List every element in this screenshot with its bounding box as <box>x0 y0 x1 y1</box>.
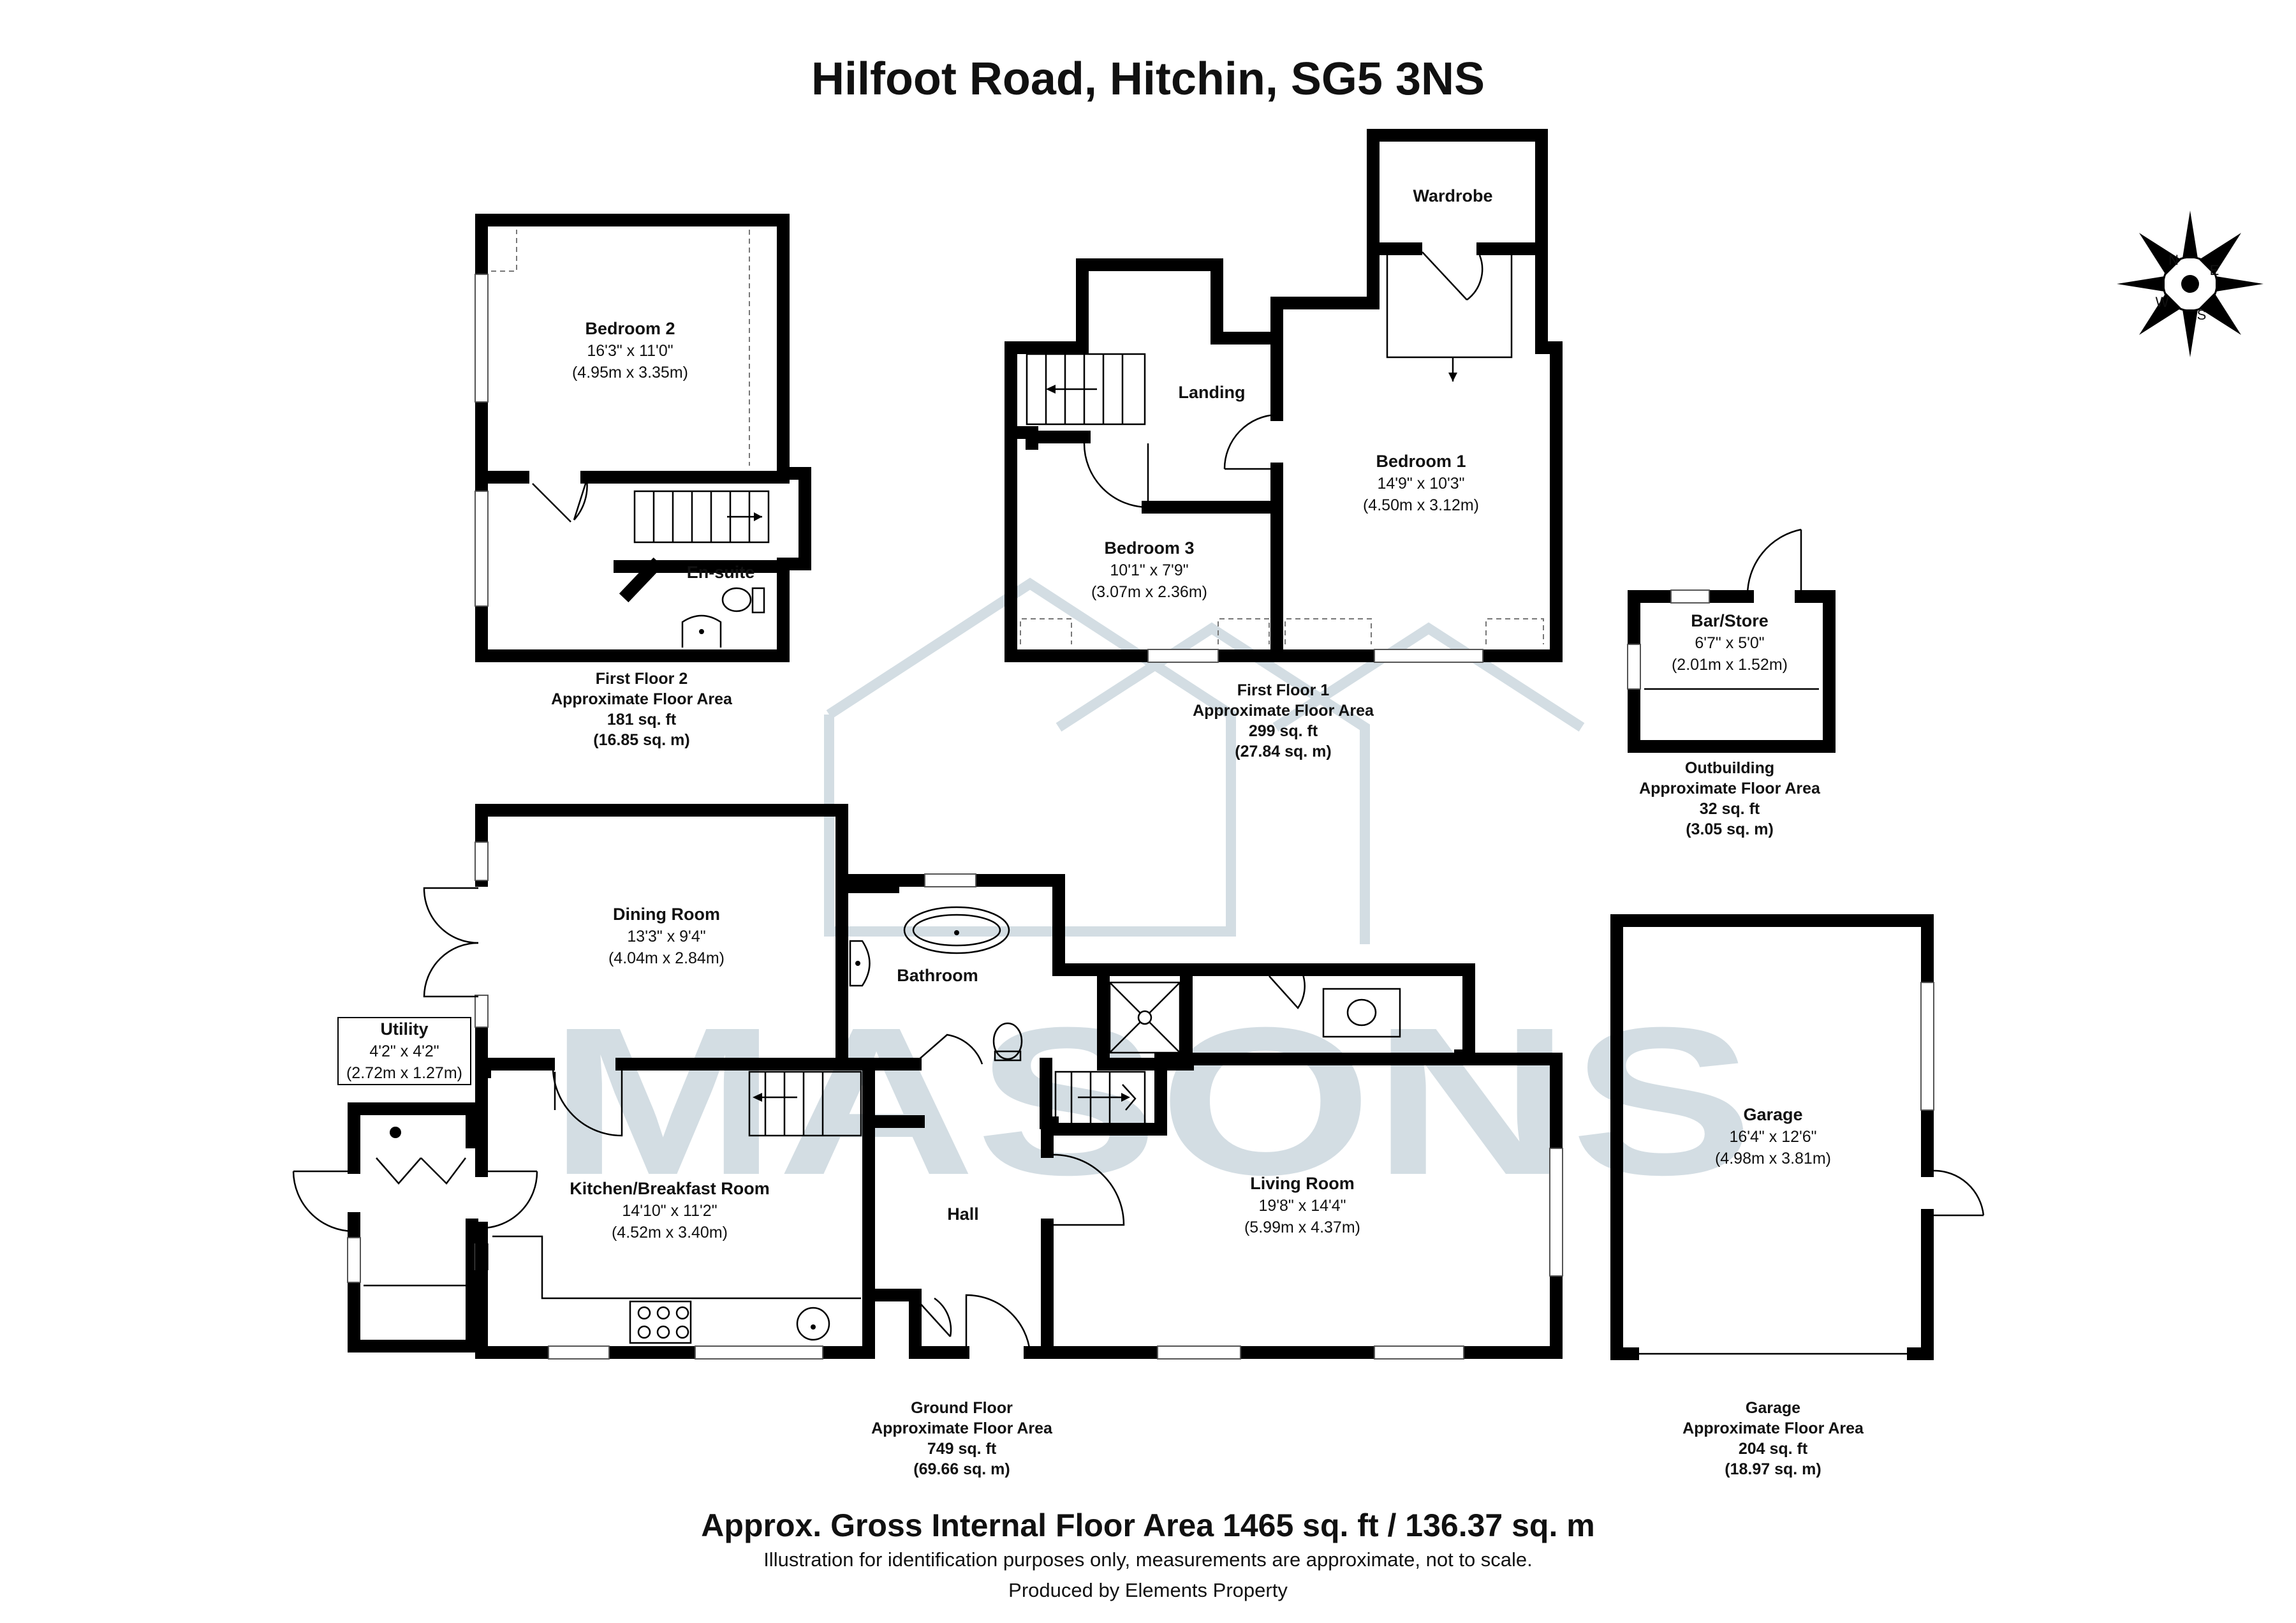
ground-floor-plan: Dining Room 13'3" x 9'4" (4.04m x 2.84m)… <box>292 804 1563 1360</box>
compass-south: S <box>2197 307 2207 323</box>
first-floor-2-plan: Bedroom 2 16'3" x 11'0" (4.95m x 3.35m) … <box>475 214 811 662</box>
bedroom-2-name: Bedroom 2 <box>585 319 675 338</box>
garage-name: Garage <box>1743 1105 1802 1124</box>
kitchen-metric: (4.52m x 3.40m) <box>612 1224 728 1241</box>
garage-floor-sqm: (18.97 sq. m) <box>1725 1460 1821 1478</box>
living-room-metric: (5.99m x 4.37m) <box>1244 1219 1360 1236</box>
first-floor-1-label: Approximate Floor Area <box>1193 702 1374 720</box>
gross-area: Approx. Gross Internal Floor Area 1465 s… <box>701 1508 1594 1543</box>
first-floor-2-sqm: (16.85 sq. m) <box>593 731 689 749</box>
first-floor-2-name: First Floor 2 <box>596 670 688 688</box>
living-room-name: Living Room <box>1250 1174 1355 1193</box>
bar-store-name: Bar/Store <box>1691 611 1769 630</box>
garage-floor-name: Garage <box>1746 1399 1800 1417</box>
garage-floor-sqft: 204 sq. ft <box>1739 1440 1808 1458</box>
garage-floor-label: Approximate Floor Area <box>1682 1419 1864 1437</box>
compass-west: W <box>2156 294 2169 310</box>
first-floor-1-name: First Floor 1 <box>1237 681 1330 699</box>
dining-room-metric: (4.04m x 2.84m) <box>608 949 725 967</box>
utility-imperial: 4'2" x 4'2" <box>369 1042 439 1060</box>
outbuilding-plan: Bar/Store 6'7" x 5'0" (2.01m x 1.52m) <box>1627 528 1836 753</box>
disclaimer: Illustration for identification purposes… <box>763 1548 1533 1571</box>
compass-east: E <box>2210 262 2219 278</box>
bedroom-1-name: Bedroom 1 <box>1376 452 1466 471</box>
first-floor-1-sqm: (27.84 sq. m) <box>1235 743 1331 760</box>
kitchen-name: Kitchen/Breakfast Room <box>570 1179 770 1198</box>
garage-plan: Garage 16'4" x 12'6" (4.98m x 3.81m) <box>1610 914 1985 1360</box>
producer-credit: Produced by Elements Property <box>1008 1579 1288 1601</box>
garage-metric: (4.98m x 3.81m) <box>1715 1150 1831 1167</box>
kitchen-imperial: 14'10" x 11'2" <box>622 1202 717 1220</box>
ensuite-name: En-suite <box>687 563 755 582</box>
outbuilding-label: Approximate Floor Area <box>1639 780 1821 797</box>
living-room-imperial: 19'8" x 14'4" <box>1258 1197 1346 1215</box>
bedroom-3-name: Bedroom 3 <box>1104 538 1194 558</box>
outbuilding-name: Outbuilding <box>1685 759 1774 777</box>
outbuilding-sqm: (3.05 sq. m) <box>1686 820 1774 838</box>
bathroom-name: Bathroom <box>897 966 978 985</box>
utility-name: Utility <box>380 1019 428 1039</box>
bedroom-1-imperial: 14'9" x 10'3" <box>1377 475 1464 493</box>
first-floor-1-sqft: 299 sq. ft <box>1249 722 1318 740</box>
bedroom-3-metric: (3.07m x 2.36m) <box>1091 583 1207 601</box>
bedroom-3-imperial: 10'1" x 7'9" <box>1110 561 1188 579</box>
bedroom-1-metric: (4.50m x 3.12m) <box>1363 496 1479 514</box>
ground-floor-name: Ground Floor <box>911 1399 1013 1417</box>
page-title: Hilfoot Road, Hitchin, SG5 3NS <box>811 54 1485 105</box>
outbuilding-sqft: 32 sq. ft <box>1700 800 1760 818</box>
bedroom-2-imperial: 16'3" x 11'0" <box>587 342 673 360</box>
bar-store-imperial: 6'7" x 5'0" <box>1695 634 1764 652</box>
first-floor-2-sqft: 181 sq. ft <box>607 711 677 729</box>
utility-metric: (2.72m x 1.27m) <box>346 1064 462 1082</box>
wardrobe-name: Wardrobe <box>1413 186 1492 205</box>
hall-name: Hall <box>947 1204 979 1224</box>
garage-imperial: 16'4" x 12'6" <box>1729 1128 1816 1146</box>
ground-floor-label: Approximate Floor Area <box>871 1419 1053 1437</box>
compass-north: N <box>2168 252 2179 268</box>
first-floor-1-plan: Wardrobe Landing Bedroom 1 14'9" x 10'3"… <box>1004 129 1563 663</box>
first-floor-2-label: Approximate Floor Area <box>551 690 733 708</box>
dining-room-imperial: 13'3" x 9'4" <box>627 928 705 945</box>
ground-floor-sqm: (69.66 sq. m) <box>913 1460 1010 1478</box>
compass-icon: N E S W <box>2117 211 2263 357</box>
ground-floor-sqft: 749 sq. ft <box>927 1440 997 1458</box>
bar-store-metric: (2.01m x 1.52m) <box>1672 656 1788 674</box>
dining-room-name: Dining Room <box>613 905 720 924</box>
landing-name: Landing <box>1179 383 1246 402</box>
bedroom-2-metric: (4.95m x 3.35m) <box>572 364 688 382</box>
